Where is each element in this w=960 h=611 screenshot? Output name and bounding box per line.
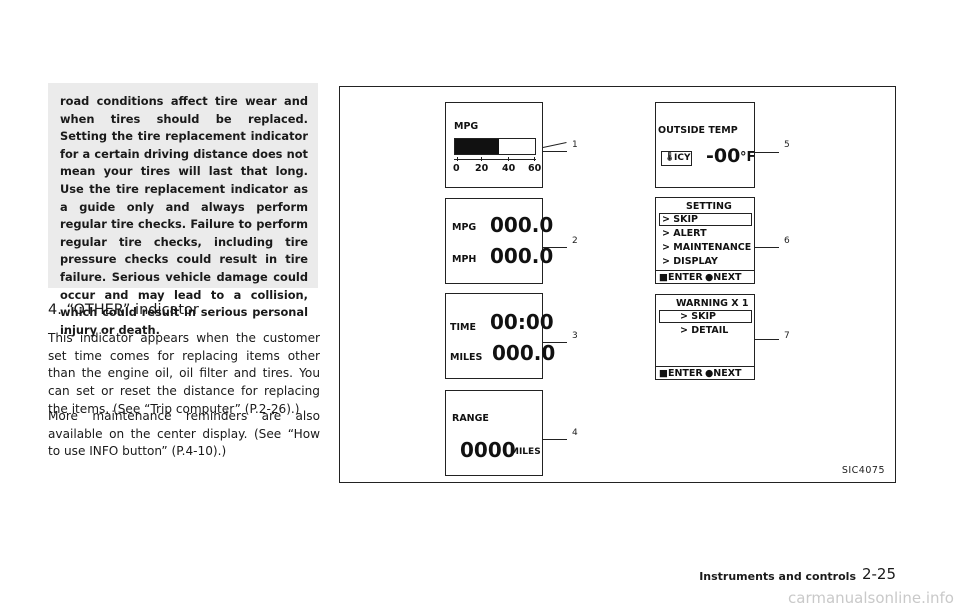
icy-indicator: 🌡 ICY — [661, 151, 692, 166]
warning-item-skip: > SKIP — [680, 311, 716, 322]
panel-6-next-label: NEXT — [713, 272, 742, 283]
callout-line-3 — [543, 342, 567, 343]
panel-3-label-2: MILES — [450, 352, 483, 363]
paragraph-2: More maintenance reminders are also avai… — [48, 409, 320, 459]
panel-6-enter: ■ENTER — [659, 272, 703, 283]
footer-section-title: Instruments and controls — [699, 570, 856, 583]
panel-5-unit: °F — [740, 150, 756, 165]
panel-3-value-2: 000.0 — [492, 341, 556, 365]
panel-7-enter: ■ENTER — [659, 368, 703, 379]
panel-outside-temp: OUTSIDE TEMP 🌡 ICY -00 °F — [655, 102, 755, 188]
warning-item-detail: > DETAIL — [680, 325, 729, 336]
panel-setting-menu: SETTING > SKIP > ALERT > MAINTENANCE > D… — [655, 197, 755, 284]
callout-line-1 — [543, 151, 567, 152]
panel-7-enter-label: ENTER — [667, 368, 703, 379]
callout-line-4 — [543, 439, 567, 440]
callout-line-7 — [755, 339, 779, 340]
warning-box: road conditions affect tire wear and whe… — [48, 83, 318, 337]
mpg-bar-fill — [455, 139, 499, 154]
footer-page-number: 2-25 — [861, 565, 896, 583]
panel-4-label: RANGE — [452, 413, 489, 424]
panel-warning-menu: WARNING X 1 > SKIP > DETAIL ■ENTER ●NEXT — [655, 294, 755, 380]
panel-5-value: -00 — [706, 145, 741, 167]
enter-icon-2: ■ — [659, 368, 668, 379]
menu-highlight-skip-warning — [659, 310, 752, 323]
panel-3-label-1: TIME — [450, 322, 476, 333]
panel-7-next: ●NEXT — [705, 368, 742, 379]
warning-item-detail-label: DETAIL — [691, 325, 729, 336]
callout-num-3: 3 — [572, 331, 578, 341]
icy-label: ICY — [674, 153, 691, 163]
mpg-tick-label-20: 20 — [475, 163, 489, 174]
menu-item-maintenance-label: MAINTENANCE — [673, 242, 752, 253]
panel-time-miles: TIME 00:00 MILES 000.0 — [445, 293, 555, 379]
panel-2-value-2: 000.0 — [490, 244, 554, 268]
panel-6-next: ●NEXT — [705, 272, 742, 283]
menu-highlight-skip — [659, 213, 752, 226]
panel-7-next-label: NEXT — [713, 368, 742, 379]
panel-range: RANGE 0000 MILES — [445, 390, 543, 476]
panel-mpg-bar: MPG 0 20 40 60 — [445, 102, 543, 188]
menu-item-skip-label: SKIP — [673, 214, 698, 225]
panel-mpg-mph: MPG 000.0 MPH 000.0 — [445, 198, 553, 284]
next-icon-2: ● — [705, 368, 714, 379]
figure-code: SIC4075 — [841, 465, 885, 476]
mpg-tick-60 — [534, 157, 535, 161]
menu-item-display-label: DISPLAY — [673, 256, 718, 267]
panel-2-value-1: 000.0 — [490, 213, 554, 237]
mpg-tick-20 — [481, 157, 482, 161]
panel-1-label: MPG — [454, 121, 479, 132]
figure-frame: MPG 0 20 40 60 1 MPG 000.0 MPH 000.0 2 T… — [339, 86, 896, 483]
callout-num-2: 2 — [572, 236, 578, 246]
callout-num-4: 4 — [572, 428, 578, 438]
callout-num-1: 1 — [572, 140, 578, 150]
panel-3-value-1: 00:00 — [490, 310, 554, 334]
panel-4-value: 0000 — [460, 438, 516, 462]
mpg-tick-label-40: 40 — [502, 163, 516, 174]
callout-line-2 — [543, 247, 567, 248]
panel-6-enter-label: ENTER — [667, 272, 703, 283]
section-heading: 4. “OTHER” indicator — [48, 302, 199, 318]
menu-item-alert: > ALERT — [662, 228, 707, 239]
paragraph-1: This indicator appears when the customer… — [48, 331, 320, 416]
enter-icon: ■ — [659, 272, 668, 283]
mpg-bar-axis — [454, 159, 536, 160]
panel-4-unit: MILES — [510, 447, 541, 457]
panel-7-footer-divider — [656, 366, 754, 367]
mpg-bar-track — [454, 138, 536, 155]
next-icon: ● — [705, 272, 714, 283]
warning-text: road conditions affect tire wear and whe… — [60, 94, 308, 337]
icy-thermometer-icon: 🌡 — [664, 152, 676, 162]
warning-item-skip-label: SKIP — [691, 311, 716, 322]
mpg-tick-40 — [508, 157, 509, 161]
menu-item-maintenance: > MAINTENANCE — [662, 242, 752, 253]
watermark: carmanualsonline.info — [788, 589, 954, 607]
callout-line-1b — [542, 142, 567, 148]
mpg-tick-0 — [457, 157, 458, 161]
mpg-tick-label-60: 60 — [528, 163, 542, 174]
panel-5-label: OUTSIDE TEMP — [658, 125, 738, 136]
menu-item-skip: > SKIP — [662, 214, 698, 225]
panel-6-footer-divider — [656, 270, 754, 271]
mpg-tick-label-0: 0 — [453, 163, 460, 174]
callout-num-7: 7 — [784, 331, 790, 341]
callout-num-6: 6 — [784, 236, 790, 246]
panel-7-title: WARNING X 1 — [676, 298, 749, 309]
panel-2-label-2: MPH — [452, 254, 477, 265]
menu-item-display: > DISPLAY — [662, 256, 718, 267]
callout-num-5: 5 — [784, 140, 790, 150]
panel-6-title: SETTING — [686, 201, 732, 212]
callout-line-5 — [755, 152, 779, 153]
panel-2-label-1: MPG — [452, 222, 477, 233]
menu-item-alert-label: ALERT — [673, 228, 707, 239]
callout-line-6 — [755, 247, 779, 248]
